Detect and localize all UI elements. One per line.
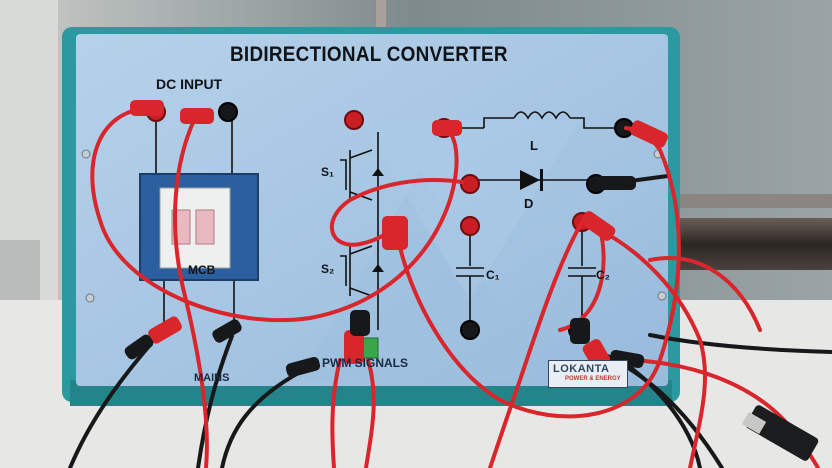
capacitor-c2-label: C₂ (596, 268, 610, 282)
panel-pattern-2 (360, 120, 580, 300)
black-plug (596, 176, 636, 190)
brand-name: LOKANTA (553, 363, 610, 375)
red-plug (630, 120, 668, 148)
red-plug (432, 120, 462, 136)
switch-s1-label: S₁ (321, 165, 334, 179)
usb-tip (741, 411, 767, 435)
red-plug (130, 100, 164, 116)
switch-s2-label: S₂ (321, 262, 335, 276)
black-plug (570, 318, 590, 344)
terminal-red (460, 216, 480, 236)
mains-label: MAINS (194, 372, 230, 384)
front-panel (76, 34, 668, 386)
red-plug (180, 108, 214, 124)
rod (376, 0, 386, 34)
s2-body-diode (372, 264, 384, 272)
diode-bar (540, 169, 543, 191)
diode-label: D (524, 196, 534, 211)
mcb-label: MCB (188, 263, 216, 277)
terminal-black (218, 102, 238, 122)
mcb-breaker (159, 187, 231, 269)
terminal-red (460, 174, 480, 194)
screw (81, 149, 91, 159)
usb-plug (745, 405, 819, 461)
screw (85, 293, 95, 303)
brand-tagline: POWER & ENERGY (565, 376, 621, 382)
brand-logo: LOKANTA POWER & ENERGY (548, 360, 628, 388)
screw (657, 291, 667, 301)
panel-title: BIDIRECTIONAL CONVERTER (230, 43, 508, 66)
red-leads (90, 106, 820, 468)
inductor-label: L (530, 138, 538, 153)
black-plug (350, 310, 370, 336)
rail-bar (660, 218, 832, 270)
terminal-red (344, 110, 364, 130)
rail-top (660, 194, 832, 208)
mcb-toggle (195, 209, 215, 245)
s1-body-diode (372, 168, 384, 176)
diode-symbol (520, 170, 540, 190)
dc-input-label: DC INPUT (156, 76, 223, 92)
black-plug (212, 319, 242, 343)
red-plug (148, 316, 182, 344)
pwm-signals-label: PWM SIGNALS (322, 356, 408, 370)
terminal-black (460, 320, 480, 340)
red-plug (580, 211, 616, 241)
plug-heads (124, 100, 668, 378)
red-plug (382, 216, 408, 250)
black-plug (124, 334, 154, 360)
capacitor-c1-label: C₁ (486, 268, 500, 282)
red-plug (344, 330, 364, 364)
black-plug (285, 356, 321, 378)
